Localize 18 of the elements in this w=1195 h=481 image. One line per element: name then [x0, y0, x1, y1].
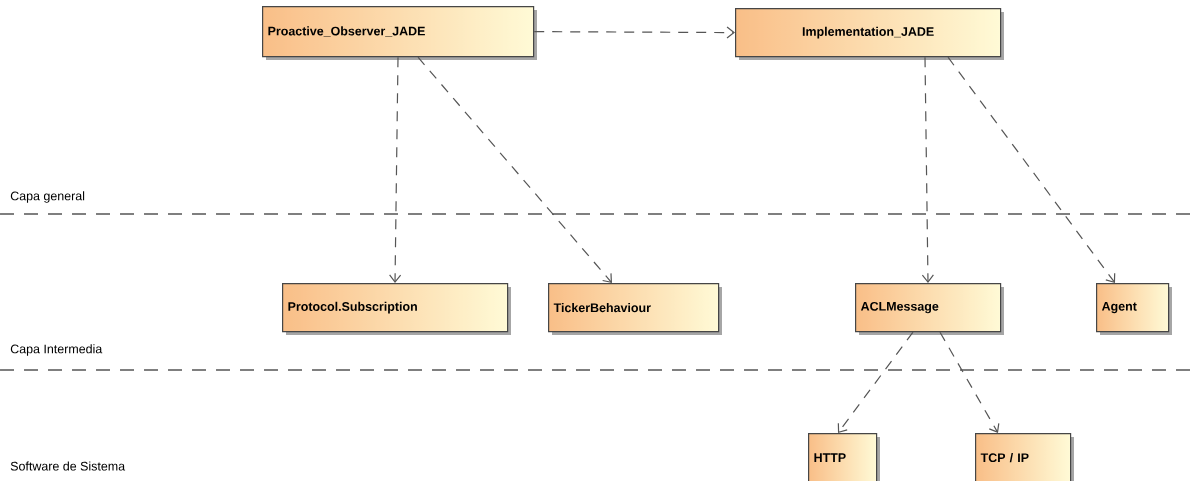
dependency-arrow [533, 26, 735, 39]
dependency-arrow [389, 56, 402, 283]
class-box: Implementation_JADE [735, 8, 1004, 60]
dependency-arrow [837, 331, 914, 433]
class-box: TickerBehaviour [548, 283, 722, 335]
lane-label: Capa Intermedia [10, 344, 103, 356]
dependency-arrow [939, 331, 1000, 433]
class-box: Agent [1096, 283, 1172, 335]
dependency-arrow [947, 56, 1116, 283]
class-box: Protocol.Subscription [282, 283, 511, 335]
class-box: TCP / IP [975, 433, 1074, 481]
lane-label: Software de Sistema [10, 461, 126, 471]
lane-label: Capa general [10, 191, 85, 203]
class-box: Proactive_Observer_JADE [262, 6, 537, 60]
class-box: ACLMessage [855, 283, 1004, 335]
dependency-arrow [417, 56, 612, 283]
dependency-arrow [921, 56, 934, 283]
class-box: HTTP [808, 433, 880, 481]
